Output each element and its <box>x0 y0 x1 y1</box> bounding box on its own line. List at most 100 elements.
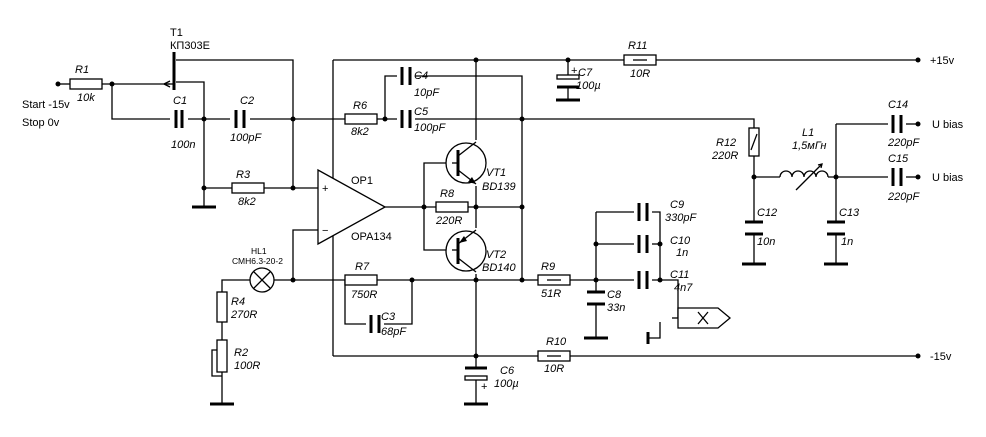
lamp-ref: HL1 <box>251 246 267 256</box>
resistor-r7 <box>344 274 378 286</box>
capacitor-c2 <box>234 110 246 128</box>
lamp-part: СМН6.3-20-2 <box>232 256 283 266</box>
c3-value: 68pF <box>381 326 407 338</box>
c13-value: 1n <box>841 236 853 248</box>
resistor-r9 <box>537 274 571 286</box>
input-start-label: Start -15v <box>22 99 70 111</box>
vt1-ref: VT1 <box>486 167 506 179</box>
c2-value: 100pF <box>230 132 262 144</box>
svg-text:+: + <box>571 65 577 77</box>
r6-ref: R6 <box>353 100 368 112</box>
c3-ref: C3 <box>381 311 396 323</box>
ubias-label-2: U bias <box>932 172 964 184</box>
r7-ref: R7 <box>355 261 370 273</box>
r10-value: 10R <box>544 363 564 375</box>
opamp-minus: − <box>322 225 328 237</box>
resistor-r6 <box>344 113 378 125</box>
wires <box>58 59 918 404</box>
resistor-r10 <box>537 350 571 362</box>
r11-ref: R11 <box>628 40 647 52</box>
resistor-r3 <box>231 182 265 194</box>
lamp-hl1 <box>249 267 275 293</box>
capacitor-c13 <box>827 220 845 236</box>
c8-value: 33n <box>607 302 625 314</box>
opamp-ref: OP1 <box>351 175 373 187</box>
r8-ref: R8 <box>440 188 455 200</box>
transistor-t1 <box>163 52 176 90</box>
c6-ref: C6 <box>500 365 515 377</box>
c1-value: 100n <box>171 139 195 151</box>
capacitor-c4 <box>400 67 412 85</box>
svg-text:+: + <box>481 381 487 393</box>
c15-value: 220pF <box>887 191 920 203</box>
capacitor-c5 <box>400 110 412 128</box>
r12-value: 220R <box>711 150 738 162</box>
capacitor-c15 <box>891 168 903 186</box>
c11-ref: C11 <box>670 269 689 281</box>
rail-pos-label: +15v <box>930 55 955 67</box>
input-stop-label: Stop 0v <box>22 117 60 129</box>
junctions <box>55 57 921 359</box>
c5-ref: C5 <box>414 106 429 118</box>
capacitor-c12 <box>745 220 763 236</box>
c12-ref: C12 <box>757 207 777 219</box>
r8-value: 220R <box>435 215 462 227</box>
c10-value: 1n <box>676 247 688 259</box>
ground-symbols <box>192 98 848 406</box>
resistor-r12 <box>748 127 760 157</box>
c7-ref: C7 <box>578 67 593 79</box>
l1-ref: L1 <box>802 127 814 139</box>
r9-ref: R9 <box>541 261 555 273</box>
ubias-label-1: U bias <box>932 119 964 131</box>
c1-ref: C1 <box>173 95 187 107</box>
vt2-ref: VT2 <box>486 249 506 261</box>
r7-value: 750R <box>351 289 377 301</box>
output-connector <box>672 307 732 329</box>
r3-value: 8k2 <box>238 196 256 208</box>
transistor-vt1 <box>445 141 487 185</box>
r12-ref: R12 <box>716 137 736 149</box>
r6-value: 8k2 <box>351 126 369 138</box>
transistor-vt2 <box>445 229 487 273</box>
vt2-part: BD140 <box>482 262 517 274</box>
c14-ref: C14 <box>888 99 908 111</box>
c6-value: 100µ <box>494 378 519 390</box>
capacitor-c1 <box>174 110 184 128</box>
r4-ref: R4 <box>231 296 245 308</box>
t1-part: КП303Е <box>170 40 210 52</box>
c5-value: 100pF <box>414 122 446 134</box>
r4-value: 270R <box>230 309 257 321</box>
r2-value: 100R <box>234 360 260 372</box>
capacitor-c11 <box>637 271 649 289</box>
capacitor-c3 <box>369 315 381 333</box>
opamp-plus: + <box>322 183 328 195</box>
rail-neg-label: -15v <box>930 351 952 363</box>
resistor-r8 <box>435 201 469 213</box>
vt1-part: BD139 <box>482 181 516 193</box>
c10-ref: C10 <box>670 235 691 247</box>
capacitor-c8 <box>587 290 605 306</box>
c7-value: 100µ <box>576 80 601 92</box>
r3-ref: R3 <box>236 169 251 181</box>
r1-value: 10k <box>77 92 95 104</box>
c2-ref: C2 <box>240 95 254 107</box>
c9-ref: C9 <box>670 199 684 211</box>
l1-value: 1,5мГн <box>792 140 826 152</box>
labels: Start -15v Stop 0v +15v -15v U bias U bi… <box>22 27 964 390</box>
capacitor-c6: + <box>464 366 488 393</box>
t1-ref: T1 <box>170 27 183 39</box>
c4-ref: C4 <box>414 70 428 82</box>
opamp-op1 <box>317 168 387 246</box>
c11-value: 4n7 <box>674 282 693 294</box>
r1-ref: R1 <box>75 64 89 76</box>
c4-value: 10pF <box>414 87 440 99</box>
c14-value: 220pF <box>887 137 920 149</box>
inductor-l1 <box>779 163 829 191</box>
resistor-r4 <box>216 291 228 323</box>
resistor-r11 <box>623 54 657 66</box>
r2-ref: R2 <box>234 347 248 359</box>
c12-value: 10n <box>757 236 775 248</box>
r11-value: 10R <box>630 68 650 80</box>
c13-ref: C13 <box>839 207 860 219</box>
